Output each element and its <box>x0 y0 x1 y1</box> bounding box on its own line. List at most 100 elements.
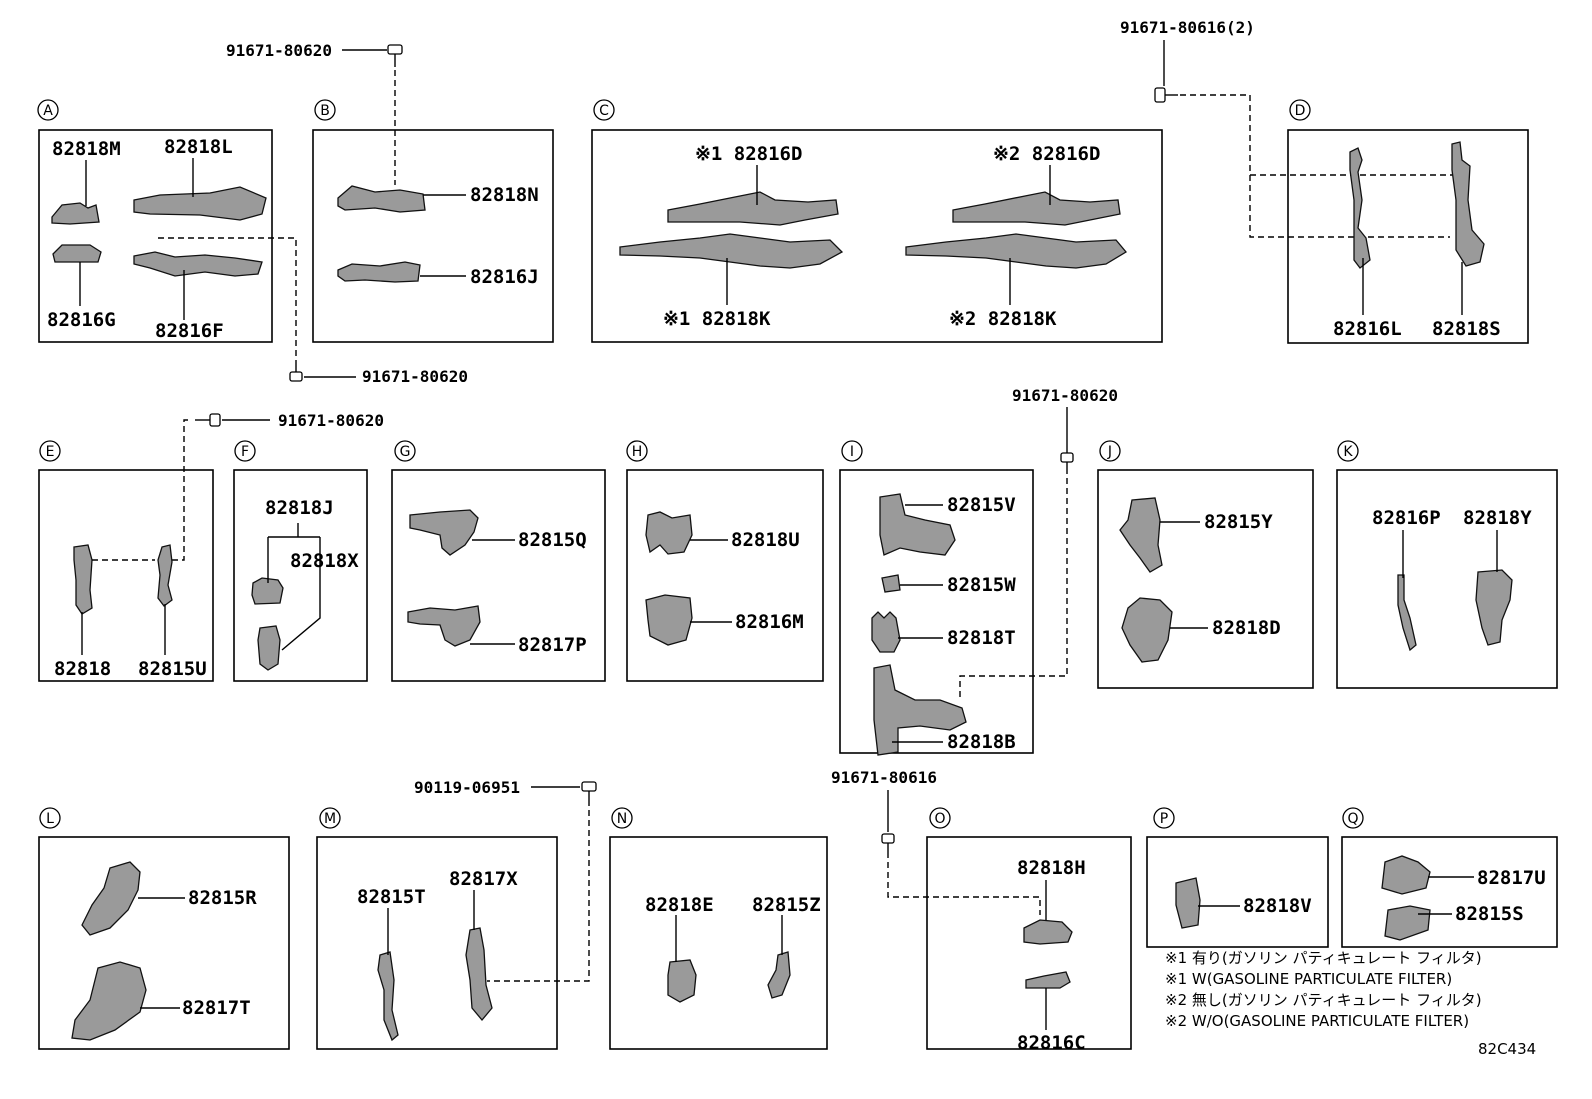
section-box-i <box>839 469 1034 754</box>
part-number: 82815Z <box>752 894 821 916</box>
section-marker-l: L <box>39 807 61 829</box>
section-label-h: H <box>632 444 643 460</box>
section-label-o: O <box>934 811 945 827</box>
part-number: 82815T <box>357 886 426 908</box>
part-82818K-2 <box>905 233 1127 305</box>
part-82818M <box>51 160 100 225</box>
part-82817X <box>465 890 493 1022</box>
fastener-label-1: 91671-80620 <box>226 41 332 60</box>
footnote-2-en: ※2 W/O(GASOLINE PARTICULATE FILTER) <box>1165 1012 1470 1030</box>
part-number: 82817T <box>182 997 251 1019</box>
section-label-n: N <box>617 811 627 827</box>
section-box-p <box>1146 836 1329 948</box>
part-number: 82818M <box>52 138 121 160</box>
section-marker-p: P <box>1153 807 1175 829</box>
part-82817P <box>407 605 515 647</box>
part-number: ※2 82816D <box>993 143 1100 165</box>
fastener-label-3: 91671-80620 <box>362 367 468 386</box>
part-82815Q <box>409 509 515 556</box>
part-82818V <box>1175 877 1240 929</box>
section-label-i: I <box>850 444 854 460</box>
section-marker-b: B <box>314 99 336 121</box>
fastener-label-4: 91671-80620 <box>278 411 384 430</box>
section-marker-g: G <box>394 440 416 462</box>
section-marker-f: F <box>234 440 256 462</box>
footnote-2-jp: ※2 無し(ガソリン パティキュレート フィルタ) <box>1165 991 1482 1009</box>
part-82815S <box>1384 905 1452 941</box>
section-box-e <box>38 469 214 682</box>
part-82818S <box>1451 141 1485 315</box>
fastener-label-5: 91671-80620 <box>1012 386 1118 405</box>
part-number: 82816G <box>47 309 116 331</box>
part-number: 82818L <box>164 136 233 158</box>
section-label-g: G <box>400 444 411 460</box>
bolt-icon <box>1060 452 1074 474</box>
part-82815R <box>81 861 185 936</box>
part-82818L <box>133 158 267 221</box>
part-number: 82816L <box>1333 318 1402 340</box>
section-marker-k: K <box>1337 440 1359 462</box>
part-number: 82818 <box>54 658 111 680</box>
part-number: 82815S <box>1455 903 1524 925</box>
section-box-c <box>591 129 1163 343</box>
part-number: 82815Y <box>1204 511 1273 533</box>
section-label-a: A <box>43 103 53 119</box>
part-82818J <box>251 523 320 605</box>
part-number: 82815Q <box>518 529 587 551</box>
section-marker-h: H <box>626 440 648 462</box>
section-box-n <box>609 836 828 1050</box>
part-number: 82816F <box>155 320 224 342</box>
part-82817T <box>71 961 180 1041</box>
part-82816P <box>1397 530 1417 652</box>
part-82818H <box>1023 880 1073 945</box>
part-82818E <box>667 915 697 1003</box>
part-number: 82818Y <box>1463 507 1532 529</box>
part-82815Z <box>767 915 791 999</box>
part-number: ※2 82818K <box>949 308 1057 330</box>
part-number: 82815U <box>138 658 207 680</box>
section-marker-e: E <box>39 440 61 462</box>
section-marker-o: O <box>929 807 951 829</box>
section-label-m: M <box>324 811 336 827</box>
part-82818X <box>257 537 321 671</box>
section-marker-m: M <box>319 807 341 829</box>
part-82815V <box>879 493 956 556</box>
section-label-c: C <box>599 103 609 119</box>
part-82818Y <box>1475 530 1513 646</box>
section-box-h <box>626 469 824 682</box>
part-82816D-2 <box>952 165 1121 226</box>
section-box-a <box>38 129 273 343</box>
bolt-icon <box>581 781 597 806</box>
part-number: 82818B <box>947 731 1016 753</box>
part-number: 82818V <box>1243 895 1312 917</box>
part-number: 82818S <box>1432 318 1501 340</box>
bolt-icon <box>387 44 403 67</box>
section-label-d: D <box>1295 103 1306 119</box>
section-label-q: Q <box>1347 811 1358 827</box>
section-box-k <box>1336 469 1558 689</box>
section-label-j: J <box>1107 444 1112 460</box>
section-box-l <box>38 836 290 1050</box>
footnote-1-en: ※1 W(GASOLINE PARTICULATE FILTER) <box>1165 970 1453 988</box>
illustration-reference-code: 82C434 <box>1478 1040 1537 1058</box>
section-label-b: B <box>320 103 330 119</box>
part-82818T <box>871 611 943 653</box>
section-box-j <box>1097 469 1314 689</box>
part-number: ※1 82816D <box>695 143 802 165</box>
bolt-icon <box>195 413 221 427</box>
part-82816M <box>645 594 732 646</box>
part-number: 82817X <box>449 868 518 890</box>
part-82818 <box>73 544 155 655</box>
part-82815W <box>881 574 943 593</box>
part-number: 82818X <box>290 550 359 572</box>
bolt-icon <box>1154 87 1178 103</box>
part-number: 82817P <box>518 634 587 656</box>
section-marker-a: A <box>37 99 59 121</box>
part-82816G <box>52 244 102 306</box>
part-number: 82818U <box>731 529 800 551</box>
part-number: 82816M <box>735 611 804 633</box>
part-82815Y <box>1119 497 1200 573</box>
part-82815T <box>377 908 399 1042</box>
part-number: 82818N <box>470 184 539 206</box>
section-box-g <box>391 469 606 682</box>
